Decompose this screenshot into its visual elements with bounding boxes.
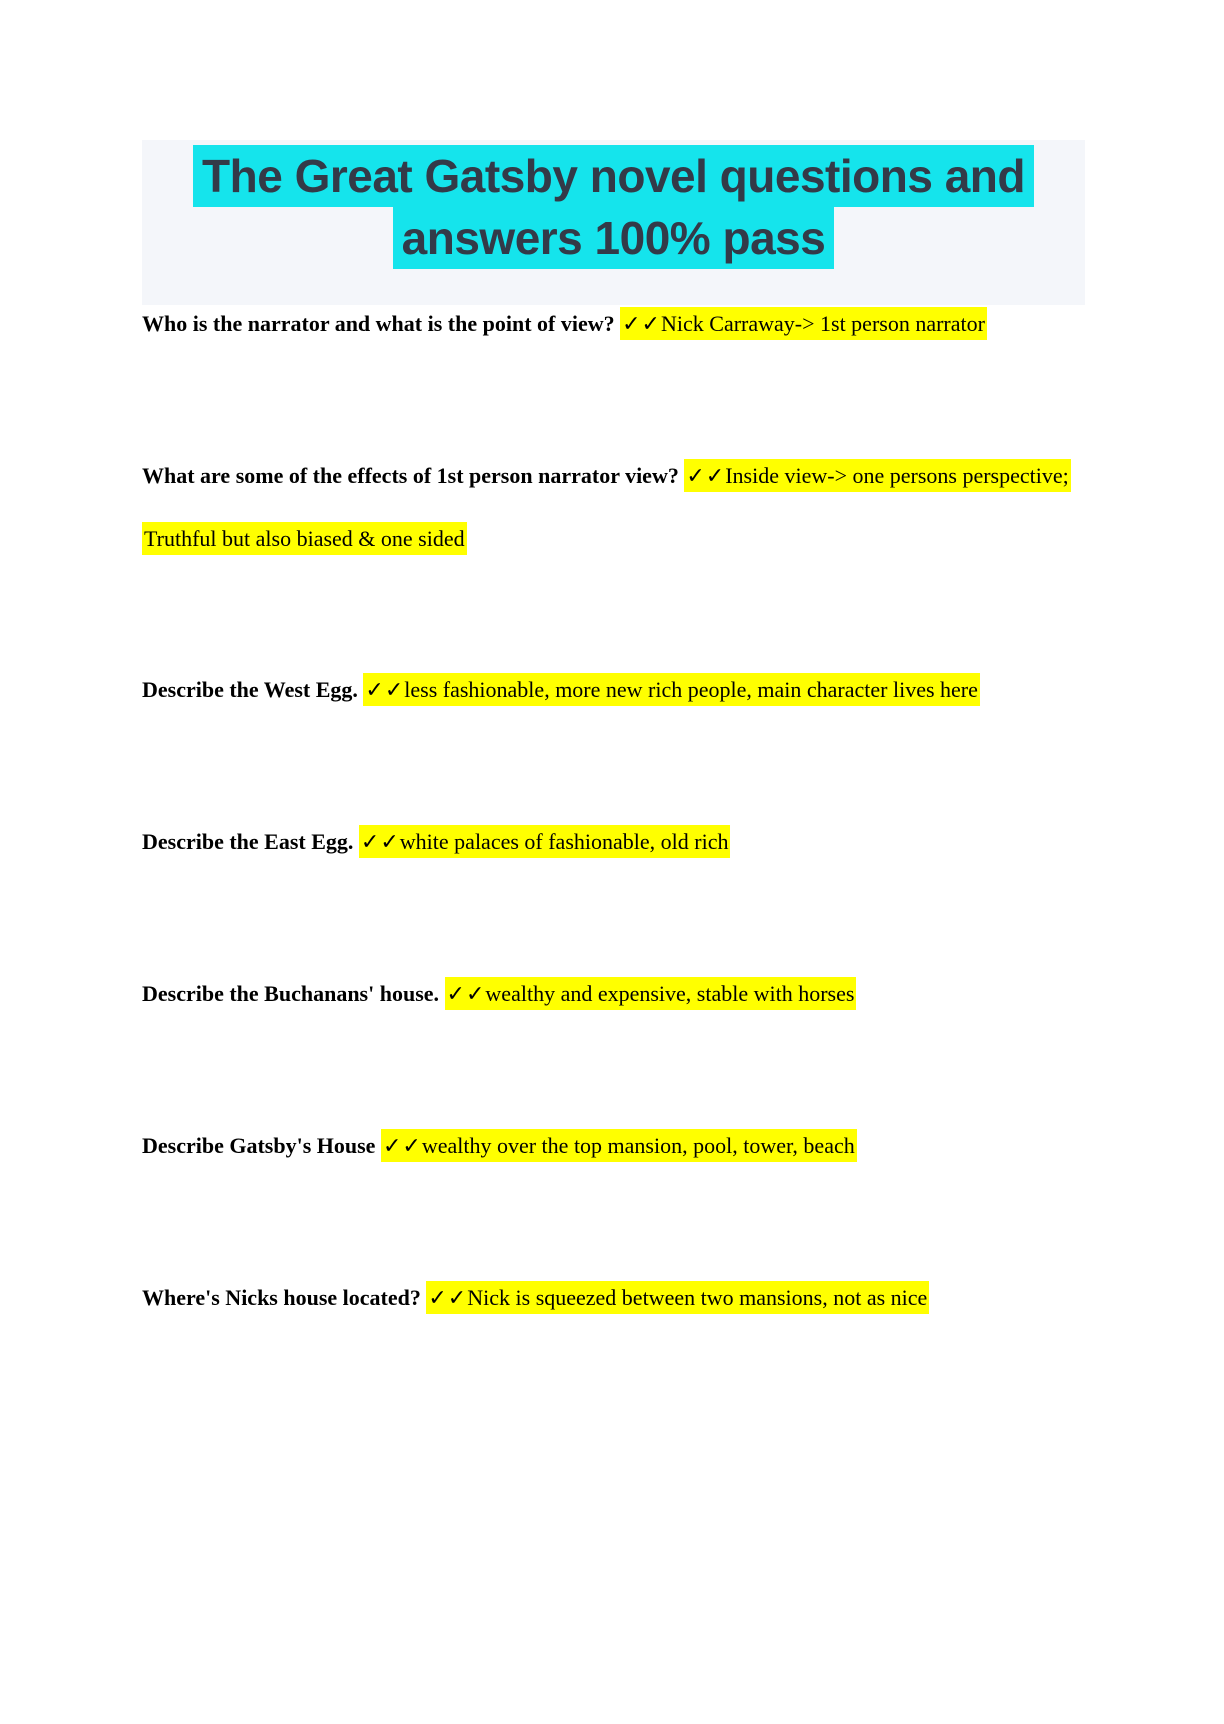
answer-text: less fashionable, more new rich people, …	[404, 677, 978, 702]
answer-text: Inside view-> one persons perspective; T…	[144, 463, 1069, 551]
check-marks: ✓✓	[382, 1134, 422, 1159]
document-page: { "document": { "title_line1": "The Grea…	[0, 140, 1224, 1724]
question-text: What are some of the effects of 1st pers…	[142, 463, 679, 488]
qa-item: Describe the East Egg. ✓✓white palaces o…	[142, 811, 1085, 874]
check-marks: ✓✓	[686, 464, 726, 489]
check-marks: ✓✓	[622, 312, 661, 337]
qa-item: What are some of the effects of 1st pers…	[142, 445, 1085, 570]
answer-highlight: ✓✓Nick Carraway-> 1st person narrator	[620, 307, 987, 340]
answer-text: wealthy and expensive, stable with horse…	[485, 981, 855, 1006]
title-highlight: answers 100% pass	[392, 207, 835, 269]
check-marks: ✓✓	[446, 982, 486, 1007]
check-marks: ✓✓	[365, 678, 405, 703]
question-text: Describe the East Egg.	[142, 829, 354, 854]
qa-item: Describe the West Egg. ✓✓less fashionabl…	[142, 659, 1085, 722]
question-text: Where's Nicks house located?	[142, 1285, 421, 1310]
document-header: The Great Gatsby novel questions and ans…	[142, 140, 1085, 305]
page-title-line-1: The Great Gatsby novel questions and	[142, 145, 1085, 207]
question-text: Describe Gatsby's House	[142, 1133, 376, 1158]
qa-item: Where's Nicks house located? ✓✓Nick is s…	[142, 1267, 1085, 1330]
qa-item: Describe the Buchanans' house. ✓✓wealthy…	[142, 963, 1085, 1026]
answer-highlight: ✓✓less fashionable, more new rich people…	[363, 673, 980, 706]
question-text: Describe the West Egg.	[142, 677, 358, 702]
answer-highlight: ✓✓wealthy and expensive, stable with hor…	[444, 977, 857, 1010]
qa-item: Describe Gatsby's House ✓✓wealthy over t…	[142, 1115, 1085, 1178]
answer-highlight: ✓✓white palaces of fashionable, old rich	[358, 825, 731, 858]
answer-text: Nick Carraway-> 1st person narrator	[661, 311, 985, 336]
page-title-line-2: answers 100% pass	[142, 207, 1085, 269]
answer-text: Nick is squeezed between two mansions, n…	[467, 1285, 928, 1310]
title-highlight: The Great Gatsby novel questions and	[193, 145, 1034, 207]
qa-list: Who is the narrator and what is the poin…	[142, 293, 1085, 1330]
check-marks: ✓✓	[428, 1286, 468, 1311]
answer-highlight: ✓✓Nick is squeezed between two mansions,…	[426, 1281, 930, 1314]
question-text: Who is the narrator and what is the poin…	[142, 311, 615, 336]
answer-text: white palaces of fashionable, old rich	[399, 829, 729, 854]
question-text: Describe the Buchanans' house.	[142, 981, 440, 1006]
answer-text: wealthy over the top mansion, pool, towe…	[421, 1133, 855, 1158]
answer-highlight: ✓✓wealthy over the top mansion, pool, to…	[380, 1129, 857, 1162]
check-marks: ✓✓	[360, 830, 400, 855]
qa-item: Who is the narrator and what is the poin…	[142, 293, 1085, 356]
